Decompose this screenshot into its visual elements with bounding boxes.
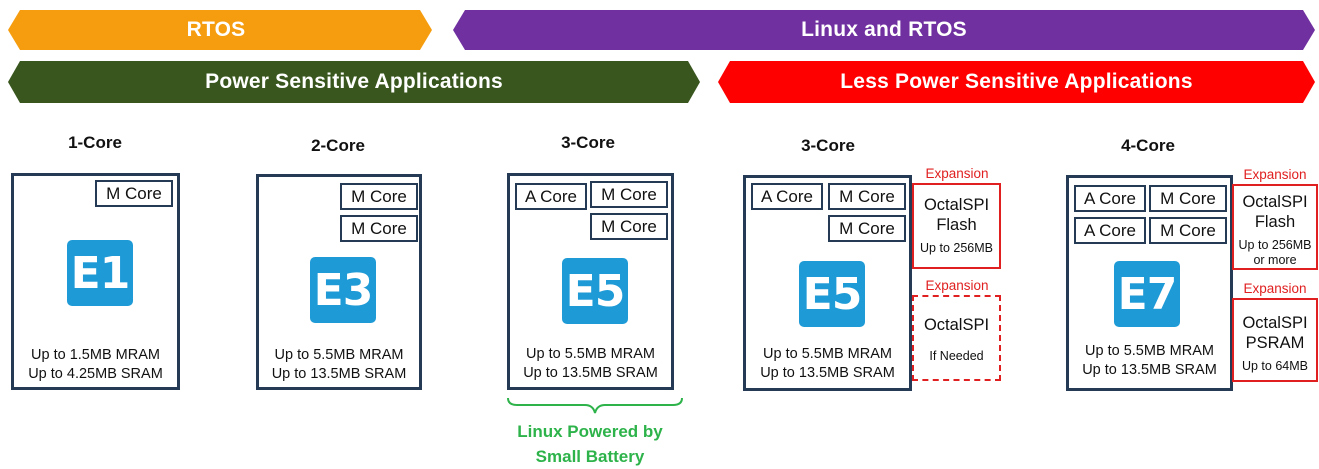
m-core-block: M Core <box>95 180 173 207</box>
m-core-block: M Core <box>590 181 668 208</box>
chip-e1: M Core E1 Up to 1.5MB MRAM Up to 4.25MB … <box>11 173 180 390</box>
less-power-sensitive-banner-label: Less Power Sensitive Applications <box>840 70 1193 93</box>
power-sensitive-banner: Power Sensitive Applications <box>8 61 700 103</box>
device-e7-title: 4-Core <box>1121 136 1175 155</box>
device-e5-title: 3-Core <box>561 133 615 152</box>
octalspi-optional-expansion: OctalSPI If Needed <box>912 295 1001 381</box>
rtos-banner-arrow-shape <box>8 10 432 50</box>
device-e3-title: 2-Core <box>311 136 365 155</box>
sram-spec: Up to 13.5MB SRAM <box>523 365 658 381</box>
sram-spec: Up to 13.5MB SRAM <box>760 365 895 381</box>
mram-spec: Up to 5.5MB MRAM <box>526 346 655 362</box>
e5-logo-icon: E5 <box>799 261 865 327</box>
octalspi-flash-expansion: OctalSPI Flash Up to 256MB <box>912 183 1001 269</box>
expansion-name-line1: OctalSPI <box>1242 193 1308 211</box>
m-core-block: M Core <box>828 183 906 210</box>
expansion-name-line1: OctalSPI <box>923 316 990 334</box>
a-core-block: A Core <box>515 183 587 210</box>
m-core-block: M Core <box>1149 217 1227 244</box>
m-core-block: M Core <box>1149 185 1227 212</box>
battery-note: Linux Powered by Small Battery <box>480 419 700 469</box>
less-power-sensitive-banner-arrow-shape <box>718 61 1315 103</box>
expansion-name-line2: PSRAM <box>1245 334 1305 352</box>
expansion-detail: Up to 64MB <box>1241 359 1308 373</box>
expansion-name-line2: Flash <box>1254 213 1296 231</box>
device-e1-title: 1-Core <box>68 133 122 152</box>
power-sensitive-banner-arrow-shape <box>8 61 700 103</box>
expansion-name-line1: OctalSPI <box>923 196 990 214</box>
mram-spec: Up to 1.5MB MRAM <box>31 347 160 363</box>
power-sensitive-banner-label: Power Sensitive Applications <box>205 70 503 93</box>
e3-logo-icon: E3 <box>310 257 376 323</box>
memory-spec: Up to 5.5MB MRAM Up to 13.5MB SRAM <box>1069 342 1230 380</box>
expansion-label: Expansion <box>925 166 989 181</box>
linux-rtos-banner-arrow-shape <box>453 10 1315 50</box>
memory-spec: Up to 5.5MB MRAM Up to 13.5MB SRAM <box>746 345 909 383</box>
expansion-detail: If Needed <box>929 349 984 363</box>
less-power-sensitive-banner: Less Power Sensitive Applications <box>718 61 1315 103</box>
sram-spec: Up to 13.5MB SRAM <box>271 366 407 382</box>
expansion-detail: Up to 256MB <box>920 241 993 255</box>
linux-rtos-banner: Linux and RTOS <box>453 10 1315 50</box>
linux-rtos-banner-label: Linux and RTOS <box>801 18 967 41</box>
expansion-detail-line2: or more <box>1253 253 1297 267</box>
memory-spec: Up to 5.5MB MRAM Up to 13.5MB SRAM <box>259 346 419 384</box>
chip-e7: A Core M Core A Core M Core E7 Up to 5.5… <box>1066 175 1233 391</box>
mram-spec: Up to 5.5MB MRAM <box>1085 343 1214 359</box>
rtos-banner-label: RTOS <box>186 18 246 41</box>
m-core-block: M Core <box>340 215 418 242</box>
m-core-block: M Core <box>340 183 418 210</box>
memory-spec: Up to 1.5MB MRAM Up to 4.25MB SRAM <box>14 346 177 384</box>
e1-logo-icon: E1 <box>67 240 133 306</box>
sram-spec: Up to 4.25MB SRAM <box>28 366 163 382</box>
expansion-label: Expansion <box>925 278 989 293</box>
device-e5-expanded-title: 3-Core <box>801 136 855 155</box>
mram-spec: Up to 5.5MB MRAM <box>274 347 404 363</box>
chip-e5-battery: A Core M Core M Core E5 Up to 5.5MB MRAM… <box>507 173 674 390</box>
octalspi-flash-expansion: OctalSPI Flash Up to 256MB or more <box>1232 184 1318 270</box>
sram-spec: Up to 13.5MB SRAM <box>1082 362 1217 378</box>
e7-logo-icon: E7 <box>1114 261 1180 327</box>
rtos-banner: RTOS <box>8 10 432 50</box>
chip-e5-expanded: A Core M Core M Core E5 Up to 5.5MB MRAM… <box>743 175 912 391</box>
m-core-block: M Core <box>590 213 668 240</box>
a-core-block: A Core <box>751 183 823 210</box>
battery-brace <box>507 397 683 414</box>
mram-spec: Up to 5.5MB MRAM <box>763 346 892 362</box>
e5-logo-icon: E5 <box>562 258 628 324</box>
a-core-block: A Core <box>1074 217 1146 244</box>
expansion-label: Expansion <box>1243 281 1307 296</box>
m-core-block: M Core <box>828 215 906 242</box>
expansion-label: Expansion <box>1243 167 1307 182</box>
battery-note-line1: Linux Powered by <box>517 422 663 441</box>
expansion-name-line2: Flash <box>936 216 977 234</box>
memory-spec: Up to 5.5MB MRAM Up to 13.5MB SRAM <box>510 345 671 383</box>
a-core-block: A Core <box>1074 185 1146 212</box>
octalspi-psram-expansion: OctalSPI PSRAM Up to 64MB <box>1232 298 1318 382</box>
battery-note-line2: Small Battery <box>535 447 645 466</box>
expansion-name-line1: OctalSPI <box>1242 314 1308 332</box>
chip-e3: M Core M Core E3 Up to 5.5MB MRAM Up to … <box>256 174 422 390</box>
expansion-detail-line1: Up to 256MB <box>1238 238 1312 252</box>
